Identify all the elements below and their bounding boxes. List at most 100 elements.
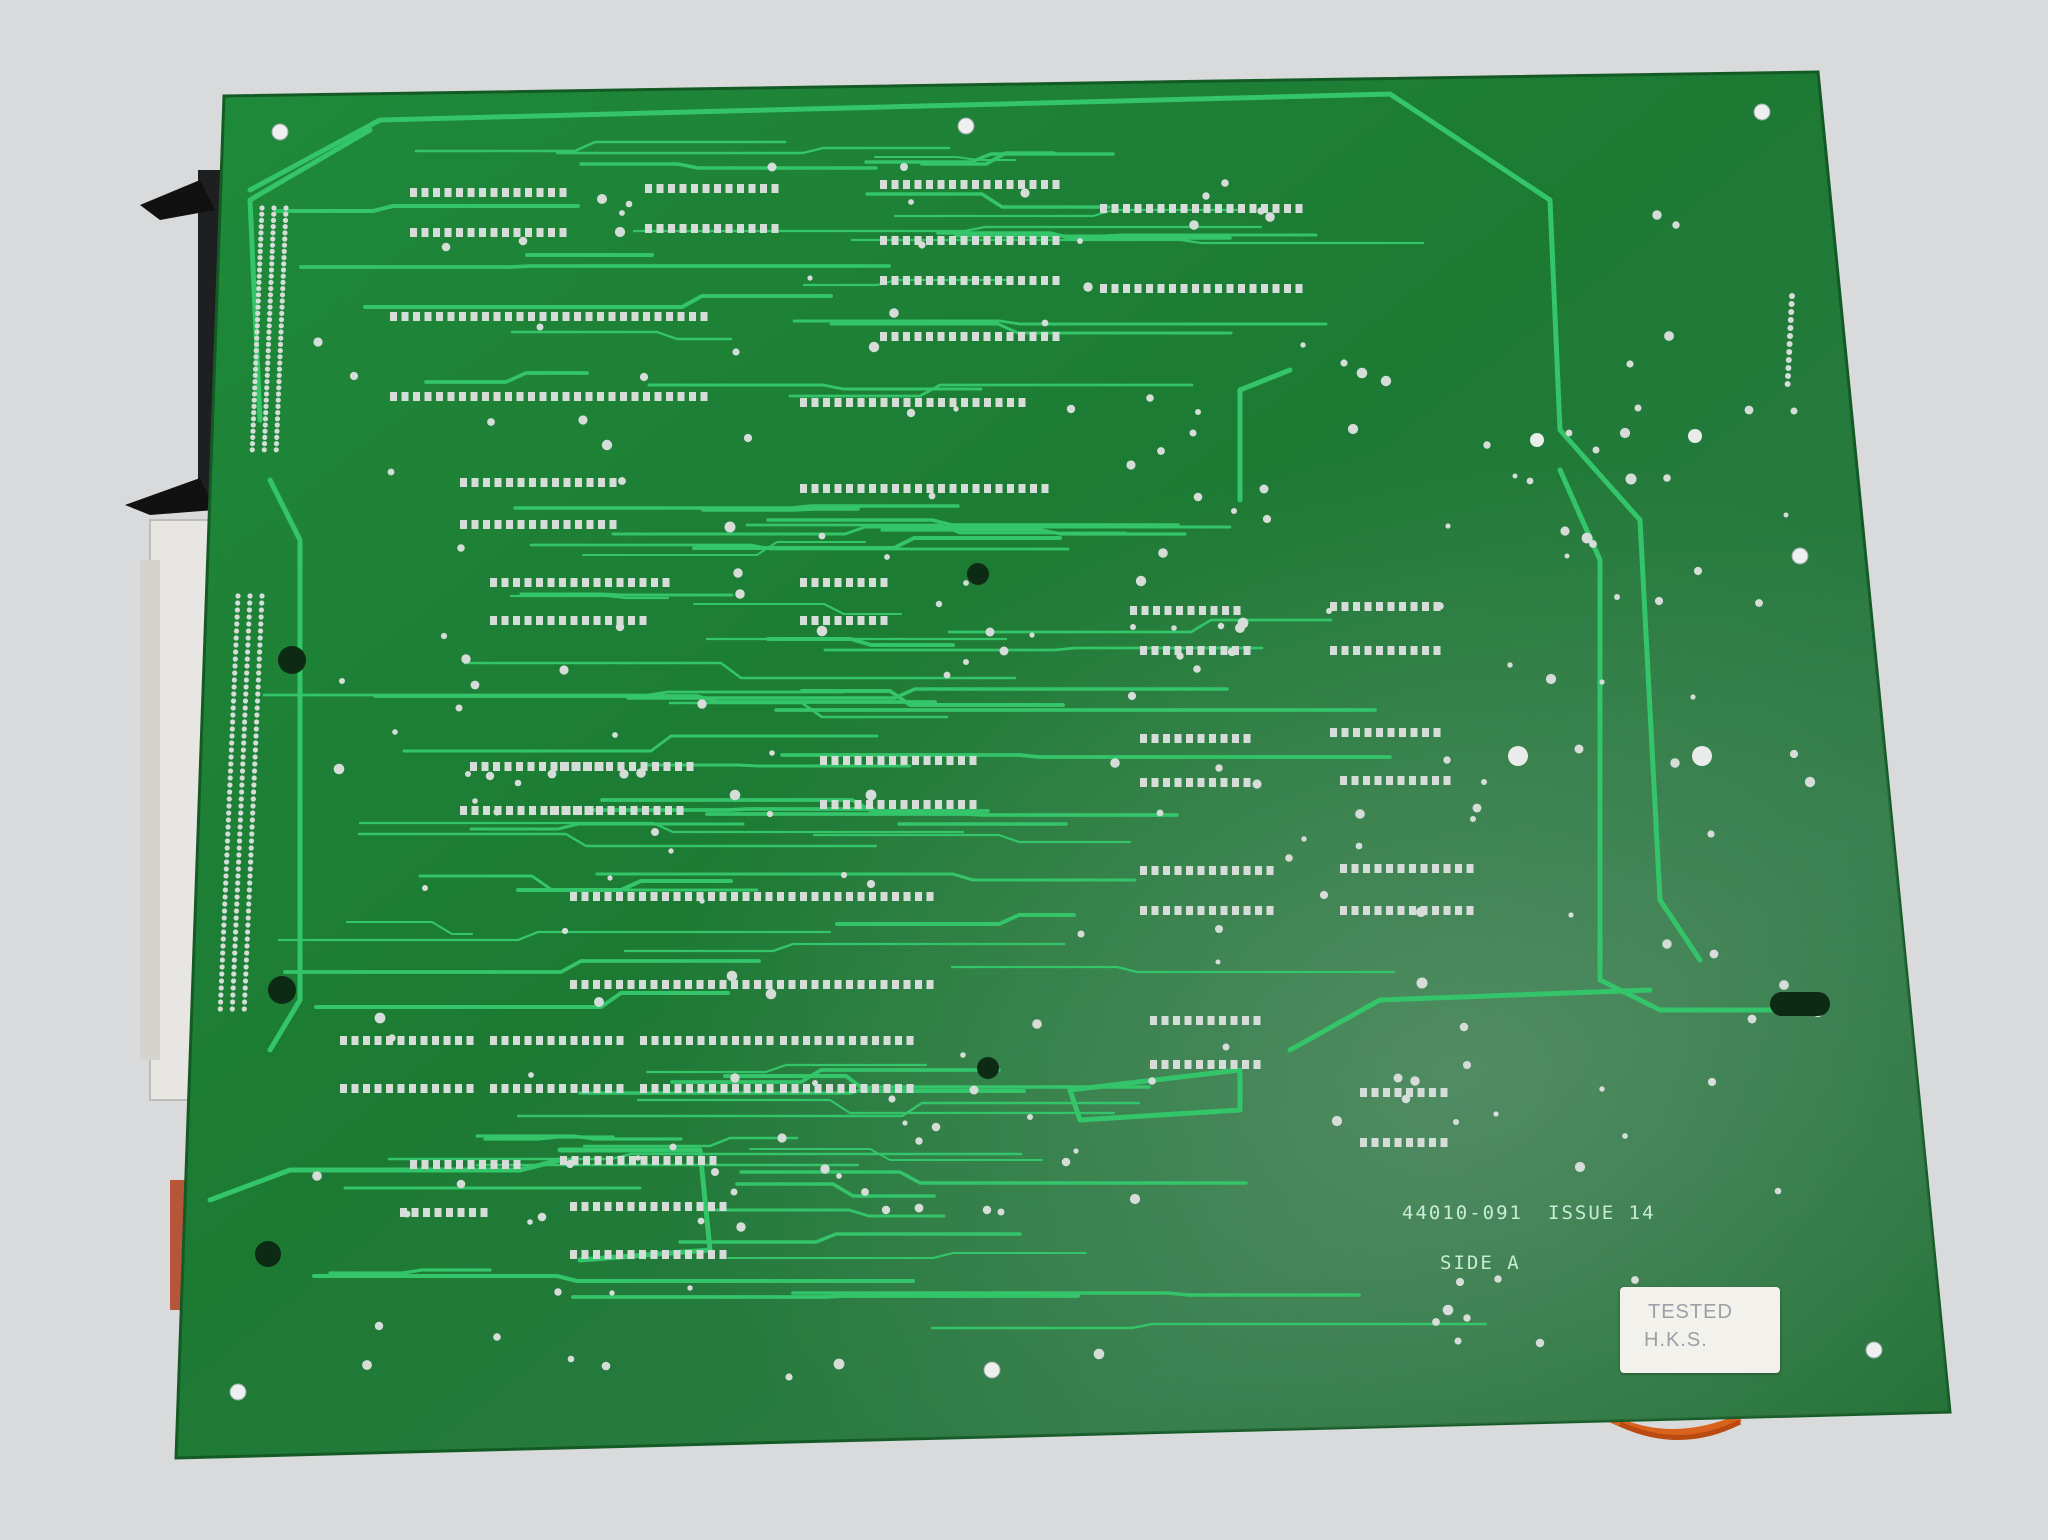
ic-pad <box>1146 204 1153 213</box>
connector-pin-pad <box>274 422 280 428</box>
connector-pin-pad <box>236 852 242 858</box>
ic-pad <box>1351 906 1359 915</box>
ic-pad <box>1455 864 1462 873</box>
via <box>1193 492 1203 502</box>
ic-pad <box>1146 284 1153 293</box>
ic-pad <box>1215 284 1222 293</box>
ic-pad <box>639 1250 646 1259</box>
via <box>1127 691 1137 701</box>
via <box>699 898 705 904</box>
connector-pin-pad <box>249 817 255 823</box>
via <box>1195 409 1201 415</box>
via <box>1331 1115 1343 1127</box>
connector-pin-pad <box>277 360 283 366</box>
connector-pin-pad <box>251 403 257 409</box>
ic-pad <box>708 892 715 901</box>
ic-pad <box>1207 1016 1215 1025</box>
ic-pad <box>1238 284 1245 293</box>
ic-pad <box>1422 602 1429 611</box>
ic-pad <box>513 616 520 625</box>
via <box>493 1333 501 1341</box>
ic-pad <box>1232 734 1239 743</box>
ic-pad <box>411 1208 419 1217</box>
tested-sticker: TESTED H.K.S. <box>1620 1287 1780 1373</box>
connector-pin-pad <box>254 323 260 329</box>
via <box>736 1222 746 1232</box>
ic-pad <box>709 1036 716 1045</box>
ic-pad <box>1134 204 1142 213</box>
connector-pin-pad <box>247 873 253 879</box>
ic-pad <box>834 616 842 625</box>
connector-pin-pad <box>261 441 268 447</box>
header-pad <box>1785 373 1791 379</box>
via <box>619 769 629 779</box>
ic-pad <box>1340 864 1347 873</box>
ic-pad <box>1151 866 1159 875</box>
connector-pin-pad <box>279 304 285 310</box>
ic-pad <box>433 228 440 237</box>
ic-pad <box>663 1036 670 1045</box>
connector-pin-pad <box>263 391 270 397</box>
ic-pad <box>674 1036 682 1045</box>
trace <box>469 822 745 831</box>
ic-pad <box>536 1036 543 1045</box>
ic-pad <box>1207 1060 1215 1069</box>
trace <box>723 1074 1026 1093</box>
connector-pin-pad <box>256 286 262 292</box>
header-pad <box>1784 381 1791 387</box>
ic-pad <box>470 762 477 771</box>
ic-pad <box>972 398 980 407</box>
via <box>1319 890 1329 900</box>
ic-pad <box>536 578 543 587</box>
ic-pad <box>969 800 977 809</box>
ic-pad <box>906 1084 914 1093</box>
connector-pin-pad <box>231 677 237 683</box>
connector-pin-pad <box>244 936 250 942</box>
ic-pad <box>1150 1060 1157 1069</box>
ic-pad <box>960 276 968 285</box>
ic-pad <box>743 1036 751 1045</box>
ic-pad <box>570 1084 578 1093</box>
ic-pad <box>1164 606 1172 615</box>
ic-pad <box>811 892 819 901</box>
ic-pad <box>915 980 922 989</box>
ic-pad <box>570 578 578 587</box>
via <box>374 1321 384 1331</box>
ic-pad <box>675 1156 682 1165</box>
connector-pin-pad <box>280 286 286 292</box>
via <box>374 1012 386 1024</box>
ic-pad <box>479 188 486 197</box>
ic-pad <box>409 1084 416 1093</box>
ic-pad <box>766 1084 774 1093</box>
ic-pad <box>889 800 896 809</box>
ic-pad <box>424 312 432 321</box>
via <box>559 665 569 675</box>
ic-pad <box>1433 728 1441 737</box>
ic-pad <box>460 478 467 487</box>
ic-pad <box>1363 906 1370 915</box>
via <box>908 199 914 205</box>
ic-pad <box>880 578 888 587</box>
ic-pad <box>846 980 853 989</box>
via <box>943 671 951 679</box>
connector-pin-pad <box>282 230 288 236</box>
ic-pad <box>823 484 830 493</box>
ic-pad <box>651 1084 659 1093</box>
header-pad <box>1788 301 1795 307</box>
connector-pin-pad <box>269 261 275 267</box>
ic-pad <box>640 1084 647 1093</box>
ic-pad <box>490 228 498 237</box>
connector-pin-pad <box>239 782 245 788</box>
connector-pin-pad <box>270 217 277 223</box>
via <box>1130 624 1136 630</box>
connector-pin-pad <box>221 908 228 914</box>
ic-pad <box>432 1084 439 1093</box>
ic-pad <box>1219 1016 1226 1025</box>
via <box>1221 179 1229 187</box>
ic-pad <box>1140 866 1147 875</box>
connector-pin-pad <box>253 341 260 347</box>
ic-pad <box>834 892 842 901</box>
connector-pin-pad <box>265 354 271 360</box>
ic-pad <box>663 1156 671 1165</box>
ic-pad <box>915 892 922 901</box>
